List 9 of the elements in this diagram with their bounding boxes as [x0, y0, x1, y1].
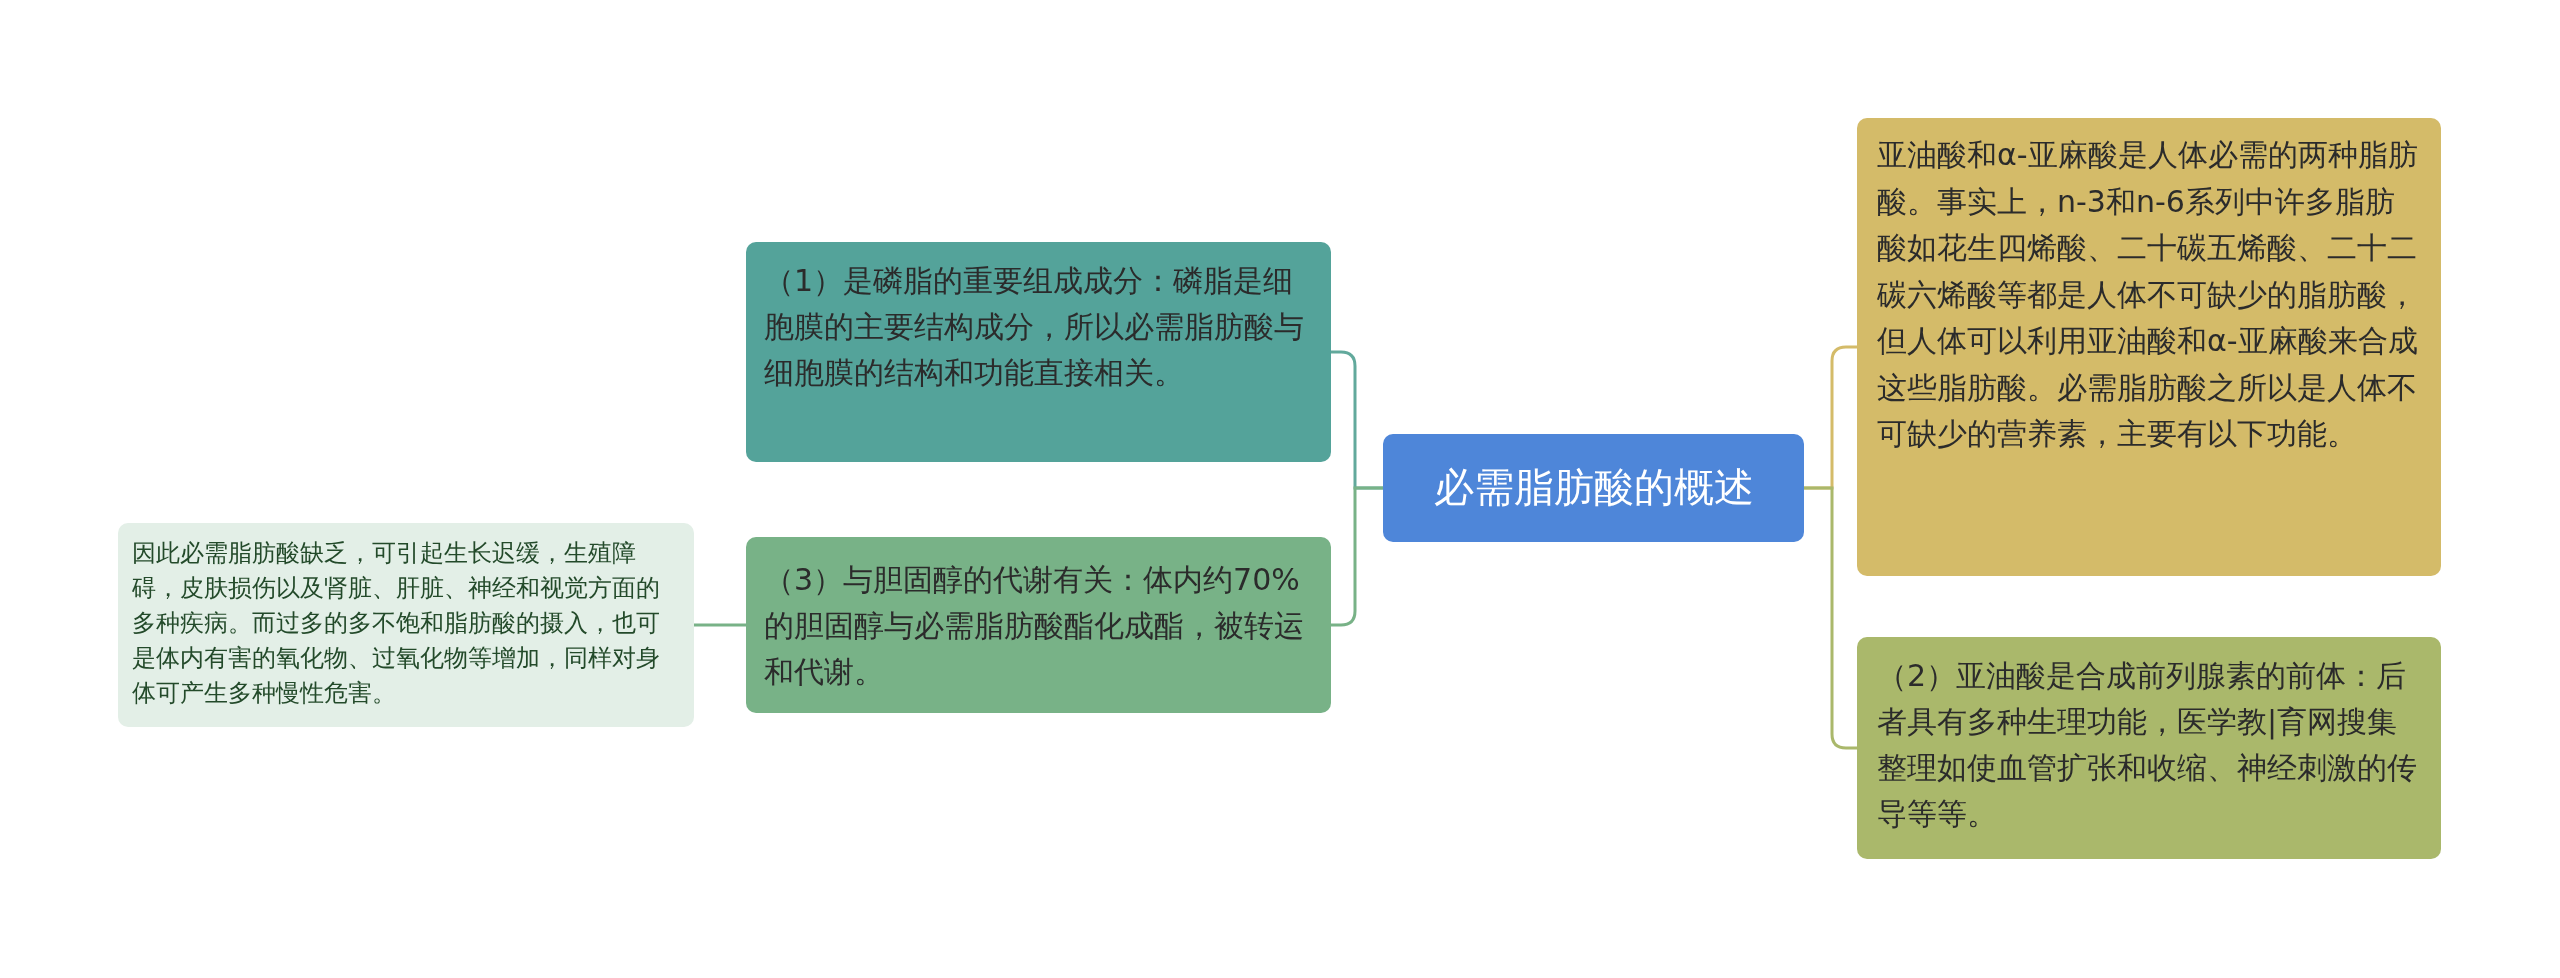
note-box: 因此必需脂肪酸缺乏，可引起生长迟缓，生殖障碍，皮肤损伤以及肾脏、肝脏、神经和视觉方面的多种疾病。而过多的多不饱和脂肪酸的摄入，也可是体内有害的氧化物、过氧化物等增加，同样对身体可产生多种慢性危害。: [118, 523, 694, 727]
branch-box: 亚油酸和α-亚麻酸是人体必需的两种脂肪酸。事实上，n-3和n-6系列中许多脂肪酸如花生四烯酸、二十碳五烯酸、二十二碳六烯酸等都是人体不可缺少的脂肪酸，但人体可以利用亚油酸和α-亚麻酸来合成这些脂肪酸。必需脂肪酸之所以是人体不可缺少的营养素，主要有以下功能。: [1857, 118, 2441, 576]
branch-box: （2）亚油酸是合成前列腺素的前体：后者具有多种生理功能，医学教|育网搜集整理如使血管扩张和收缩、神经刺激的传导等等。: [1857, 637, 2441, 859]
connector: [694, 623, 746, 627]
topic-box: 必需脂肪酸的概述: [1383, 434, 1804, 542]
branch-box: （3）与胆固醇的代谢有关：体内约70%的胆固醇与必需脂肪酸酯化成酯，被转运和代谢。: [746, 537, 1331, 713]
connector: [1804, 486, 1857, 750]
branch-box: （1）是磷脂的重要组成成分：磷脂是细胞膜的主要结构成分，所以必需脂肪酸与细胞膜的结构和功能直接相关。: [746, 242, 1331, 462]
connector: [1331, 486, 1383, 627]
